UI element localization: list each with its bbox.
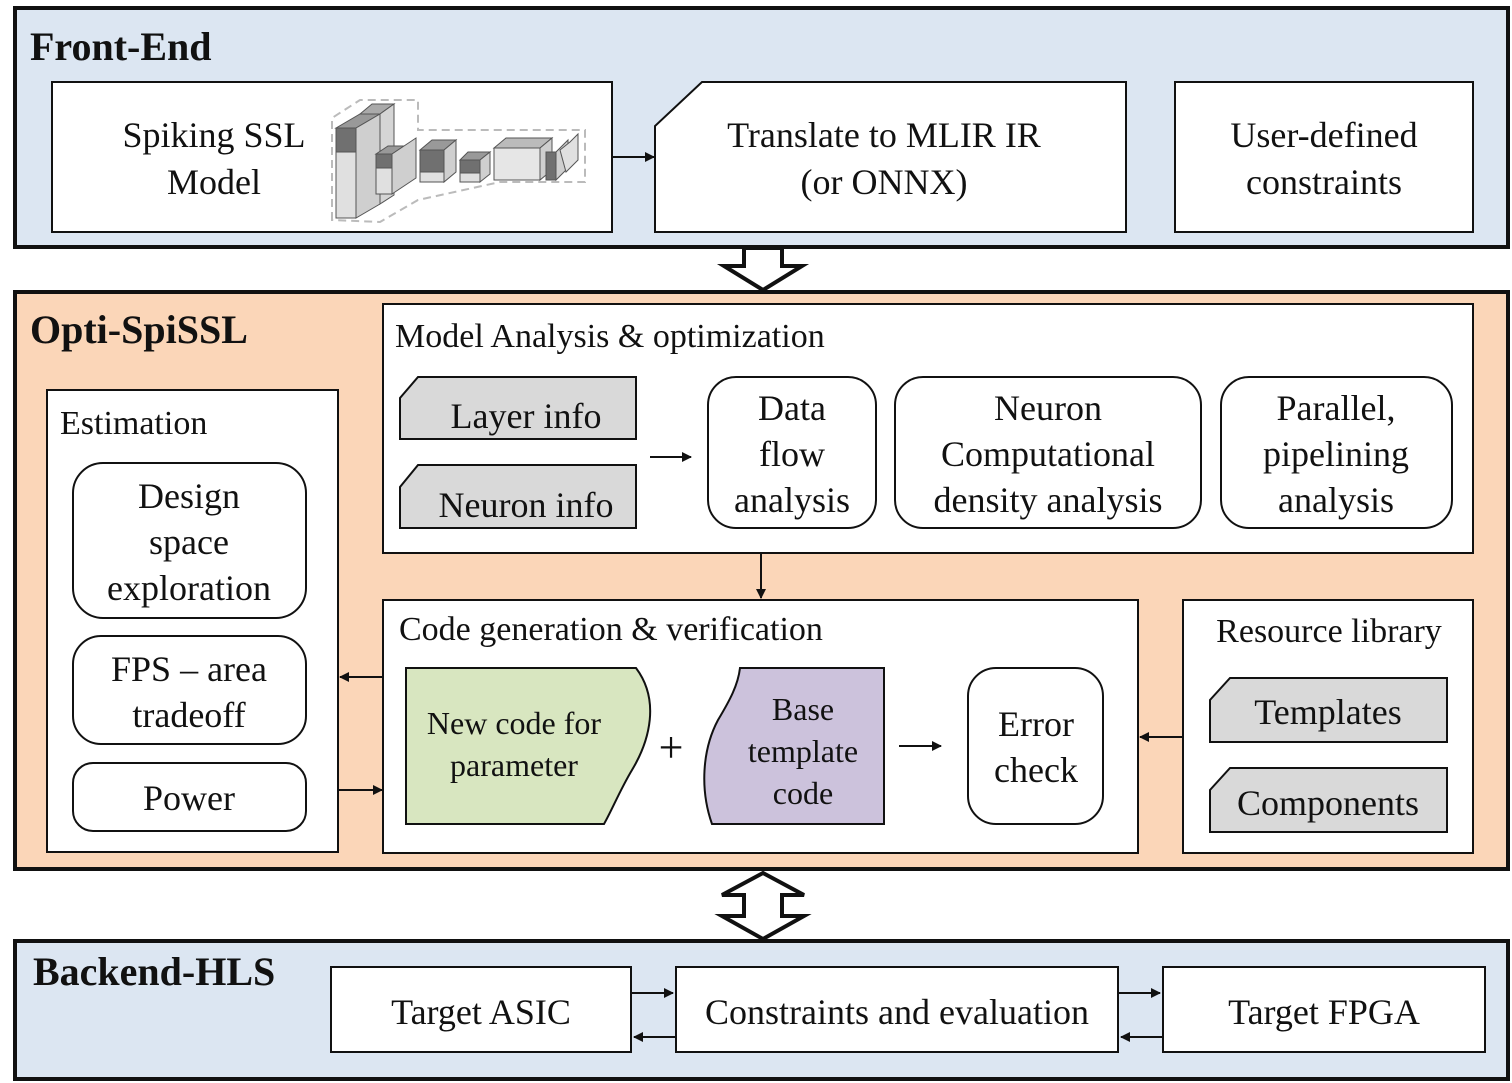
optispissl-backend-bidirectional-arrow: [714, 870, 812, 942]
optispissl-section: Opti-SpiSSL Estimation Design space expl…: [13, 290, 1510, 871]
target-fpga-box: Target FPGA: [1162, 966, 1486, 1053]
dse-line3: exploration: [107, 568, 271, 608]
components-box: Components: [1209, 767, 1448, 833]
power-label: Power: [143, 778, 235, 818]
dse-line1: Design: [138, 476, 240, 516]
model-analysis-box: Model Analysis & optimization Layer info…: [382, 303, 1474, 554]
resource-library-title: Resource library: [1216, 613, 1442, 650]
base-template-box: Base template code: [703, 667, 885, 825]
parallel-line3: analysis: [1278, 480, 1394, 520]
layer-info-label: Layer info: [451, 396, 602, 436]
translate-label-line2: (or ONNX): [801, 162, 968, 202]
dataflow-line3: analysis: [734, 480, 850, 520]
dataflow-analysis-box: Data flow analysis: [707, 376, 877, 529]
neuron-info-label: Neuron info: [439, 485, 614, 525]
translate-label-line1: Translate to MLIR IR: [727, 115, 1041, 155]
estimation-title: Estimation: [60, 405, 207, 442]
frontend-to-optispissl-arrow: [716, 246, 810, 293]
neuron-density-line1: Neuron: [994, 388, 1102, 428]
plus-sign: +: [659, 723, 684, 772]
neuron-info-box: Neuron info: [399, 464, 637, 529]
error-check-line1: Error: [998, 704, 1074, 744]
target-asic-box: Target ASIC: [330, 966, 632, 1053]
frontend-title: Front-End: [30, 24, 212, 69]
frontend-section: Front-End Spiking SSL Model: [13, 6, 1510, 249]
error-check-box: Error check: [967, 667, 1104, 825]
dataflow-line2: flow: [759, 434, 825, 474]
target-fpga-label: Target FPGA: [1228, 992, 1420, 1032]
model-label-line1: Spiking SSL: [122, 115, 305, 155]
dataflow-line1: Data: [758, 388, 826, 428]
templates-box: Templates: [1209, 677, 1448, 743]
design-space-exploration-box: Design space exploration: [72, 462, 307, 619]
components-label: Components: [1237, 783, 1419, 823]
templates-label: Templates: [1254, 692, 1401, 732]
estimation-box: Estimation Design space exploration FPS …: [46, 389, 339, 853]
neuron-density-analysis-box: Neuron Computational density analysis: [894, 376, 1202, 529]
constraints-label-line1: User-defined: [1230, 115, 1417, 155]
layer-info-box: Layer info: [399, 376, 637, 440]
constraints-evaluation-box: Constraints and evaluation: [675, 966, 1119, 1053]
constraints-evaluation-label: Constraints and evaluation: [705, 992, 1089, 1032]
user-constraints-box: User-defined constraints: [1174, 81, 1474, 233]
base-template-line1: Base: [772, 691, 834, 727]
parallel-line1: Parallel,: [1277, 388, 1396, 428]
base-template-line3: code: [773, 775, 833, 811]
new-code-box: New code for parameter: [405, 667, 652, 825]
new-code-line2: parameter: [450, 747, 578, 783]
resource-library-box: Resource library Templates Components: [1182, 599, 1474, 854]
fps-line1: FPS – area: [111, 649, 267, 689]
fps-area-tradeoff-box: FPS – area tradeoff: [72, 635, 307, 745]
base-template-line2: template: [748, 733, 858, 769]
spiking-ssl-model-box: Spiking SSL Model: [51, 81, 613, 233]
new-code-line1: New code for: [427, 705, 601, 741]
dse-line2: space: [149, 522, 229, 562]
translate-mlir-box: Translate to MLIR IR (or ONNX): [654, 81, 1127, 233]
model-analysis-title: Model Analysis & optimization: [395, 318, 825, 355]
neuron-density-line2: Computational: [941, 434, 1155, 474]
power-box: Power: [72, 762, 307, 832]
fps-line2: tradeoff: [132, 695, 245, 735]
backend-section: Backend-HLS Target ASIC Constraints and …: [13, 939, 1510, 1081]
codegen-box: Code generation & verification New code …: [382, 599, 1139, 854]
error-check-line2: check: [994, 750, 1078, 790]
parallel-line2: pipelining: [1263, 434, 1409, 474]
model-label-line2: Model: [167, 162, 261, 202]
optispissl-title: Opti-SpiSSL: [30, 307, 248, 352]
cnn-layers-icon: [331, 99, 586, 224]
target-asic-label: Target ASIC: [391, 992, 571, 1032]
neuron-density-line3: density analysis: [934, 480, 1163, 520]
constraints-label-line2: constraints: [1246, 162, 1402, 202]
backend-title: Backend-HLS: [33, 949, 275, 994]
codegen-title: Code generation & verification: [399, 611, 823, 648]
parallel-pipelining-analysis-box: Parallel, pipelining analysis: [1220, 376, 1453, 529]
